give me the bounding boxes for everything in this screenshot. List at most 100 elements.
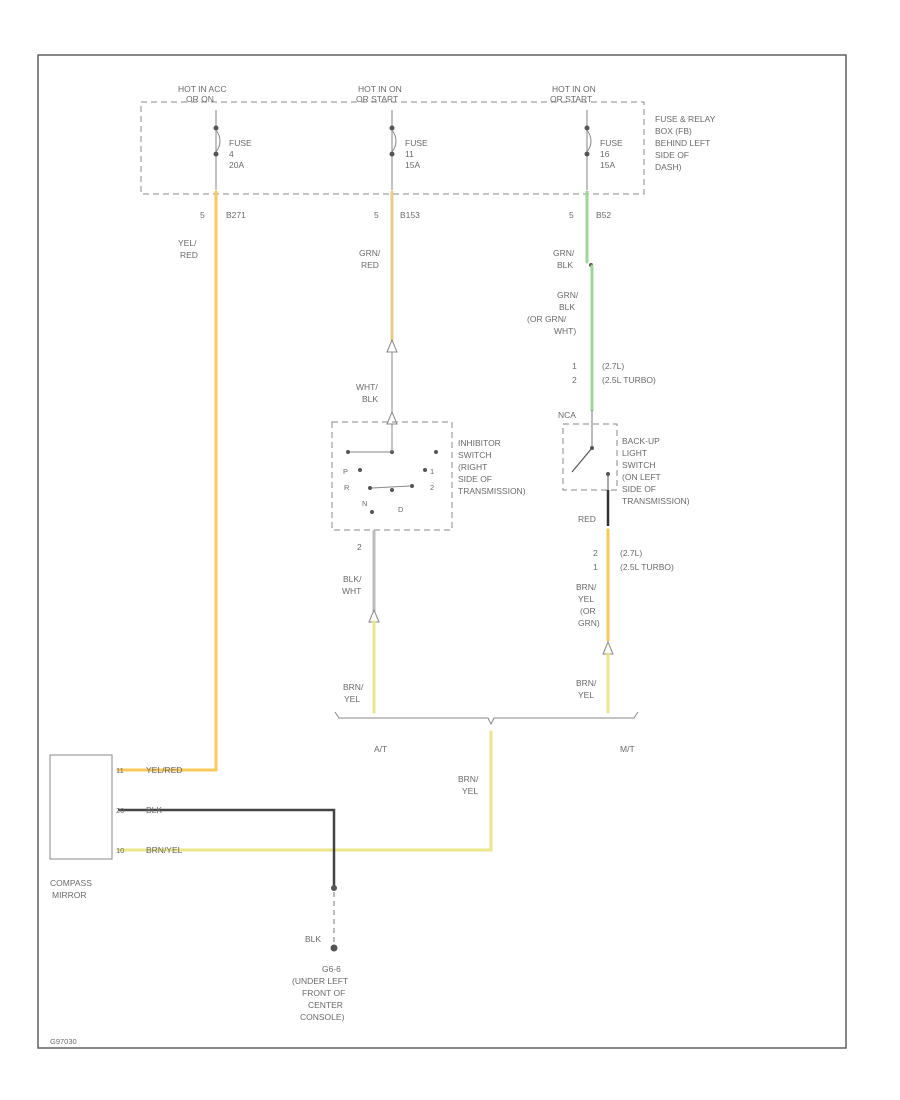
wire-2-color-2: RED (361, 260, 379, 270)
svg-text:BOX (FB): BOX (FB) (655, 126, 692, 136)
wire-9-color-1: BRN/ (458, 774, 479, 784)
svg-text:TRANSMISSION): TRANSMISSION) (622, 496, 690, 506)
backup-label: BACK-UP LIGHT SWITCH (ON LEFT SIDE OF TR… (622, 436, 690, 506)
svg-text:G6-6: G6-6 (322, 964, 341, 974)
mirror-pin-2: 20 (116, 806, 124, 815)
hot-label-2: HOT IN ON (358, 84, 402, 94)
connector-c3 (368, 608, 380, 623)
fuse-2: FUSE 11 15A (389, 110, 428, 190)
svg-text:(RIGHT: (RIGHT (458, 462, 487, 472)
term-1-conn: B271 (226, 210, 246, 220)
fuse-box-description: FUSE & RELAY BOX (FB) BEHIND LEFT SIDE O… (655, 114, 716, 172)
wire-5-color-2: WHT (342, 586, 361, 596)
term-1-pin: 5 (200, 210, 205, 220)
svg-text:SWITCH: SWITCH (622, 460, 656, 470)
svg-text:BEHIND LEFT: BEHIND LEFT (655, 138, 710, 148)
svg-text:SWITCH: SWITCH (458, 450, 492, 460)
svg-text:GRN/: GRN/ (557, 290, 579, 300)
svg-text:CENTER: CENTER (308, 1000, 343, 1010)
wire-4-color-1: WHT/ (356, 382, 378, 392)
mirror-name-2: MIRROR (52, 890, 86, 900)
wire-blk (118, 808, 336, 888)
pin-1a-note: (2.7L) (602, 361, 624, 371)
fuse-1-amp: 20A (229, 160, 244, 170)
pin-1b-note: (2.5L TURBO) (602, 375, 656, 385)
wire-red-label: RED (578, 514, 596, 524)
splice-ground (331, 885, 337, 891)
fuse-3-num: 16 (600, 149, 610, 159)
wire-7-labels: BRN/ YEL (OR GRN) (576, 582, 600, 628)
svg-text:(OR GRN/: (OR GRN/ (527, 314, 567, 324)
hot-label-1b: OR ON (186, 94, 214, 104)
svg-text:CONSOLE): CONSOLE) (300, 1012, 345, 1022)
pin-1b: 2 (572, 375, 577, 385)
pos-1: 1 (430, 467, 434, 476)
fuse-2-name: FUSE (405, 138, 428, 148)
svg-text:INHIBITOR: INHIBITOR (458, 438, 501, 448)
mirror-name-1: COMPASS (50, 878, 92, 888)
svg-text:BACK-UP: BACK-UP (622, 436, 660, 446)
junction-at: A/T (374, 744, 387, 754)
svg-text:FUSE & RELAY: FUSE & RELAY (655, 114, 716, 124)
fuse-3-amp: 15A (600, 160, 615, 170)
pos-r: R (344, 483, 350, 492)
svg-text:DASH): DASH) (655, 162, 682, 172)
svg-text:SIDE OF: SIDE OF (655, 150, 689, 160)
ground-point (330, 944, 338, 952)
svg-text:SIDE OF: SIDE OF (458, 474, 492, 484)
diagram-frame (37, 54, 847, 1049)
compass-mirror: 11 YEL/RED 20 BLK 10 BRN/YEL (49, 754, 183, 860)
svg-text:(ON LEFT: (ON LEFT (622, 472, 661, 482)
connector-c4 (602, 640, 614, 655)
svg-text:(OR: (OR (580, 606, 596, 616)
wire-5-color-1: BLK/ (343, 574, 362, 584)
pin-2a: 2 (593, 548, 598, 558)
pin-2b-note: (2.5L TURBO) (620, 562, 674, 572)
svg-text:WHT): WHT) (554, 326, 576, 336)
junction-mt: M/T (620, 744, 635, 754)
wire-2-color-1: GRN/ (359, 248, 381, 258)
svg-text:YEL: YEL (578, 594, 594, 604)
wire-6-color-2: YEL (344, 694, 360, 704)
fuse-1: FUSE 4 20A (213, 110, 252, 190)
wire-8-color-1: BRN/ (576, 678, 597, 688)
wire-4-color-2: BLK (362, 394, 378, 404)
term-2-conn: B153 (400, 210, 420, 220)
hot-label-3: HOT IN ON (552, 84, 596, 94)
pos-2: 2 (430, 483, 434, 492)
term-2-pin: 5 (374, 210, 379, 220)
inhibitor-switch: P R N D 1 2 (331, 421, 453, 531)
mirror-pin-1: 11 (116, 766, 124, 775)
svg-text:BLK: BLK (559, 302, 575, 312)
ground-label: G6-6 (UNDER LEFT FRONT OF CENTER CONSOLE… (292, 964, 348, 1022)
hot-label-2b: OR START (356, 94, 398, 104)
wire-3-color-1: GRN/ (553, 248, 575, 258)
pos-d: D (398, 505, 404, 514)
svg-text:(UNDER LEFT: (UNDER LEFT (292, 976, 348, 986)
svg-text:BRN/: BRN/ (576, 582, 597, 592)
wire-3-color-2: BLK (557, 260, 573, 270)
hot-label-3b: OR START (550, 94, 592, 104)
mirror-pin-3-label: BRN/YEL (146, 845, 183, 855)
pos-p: P (343, 467, 348, 476)
wire-brn-yel-main (116, 730, 493, 852)
inhibitor-label: INHIBITOR SWITCH (RIGHT SIDE OF TRANSMIS… (458, 438, 526, 496)
pin-2b: 1 (593, 562, 598, 572)
fuse-2-num: 11 (405, 149, 414, 159)
connector-c1 (386, 338, 398, 353)
mirror-pin-2-label: BLK (146, 805, 162, 815)
term-3-conn: B52 (596, 210, 611, 220)
fuse-3: FUSE 16 15A (584, 110, 623, 190)
wire-1-color-2: RED (180, 250, 198, 260)
pin-1a: 1 (572, 361, 577, 371)
hot-label-1: HOT IN ACC (178, 84, 227, 94)
wire-yel-red (116, 190, 218, 772)
pos-n: N (362, 499, 367, 508)
wire-3b-labels: GRN/ BLK (OR GRN/ WHT) (527, 290, 579, 336)
nca-label: NCA (558, 410, 576, 420)
term-3-pin: 5 (569, 210, 574, 220)
fuse-1-name: FUSE (229, 138, 252, 148)
junction-bracket (334, 711, 639, 726)
wire-6-color-1: BRN/ (343, 682, 364, 692)
